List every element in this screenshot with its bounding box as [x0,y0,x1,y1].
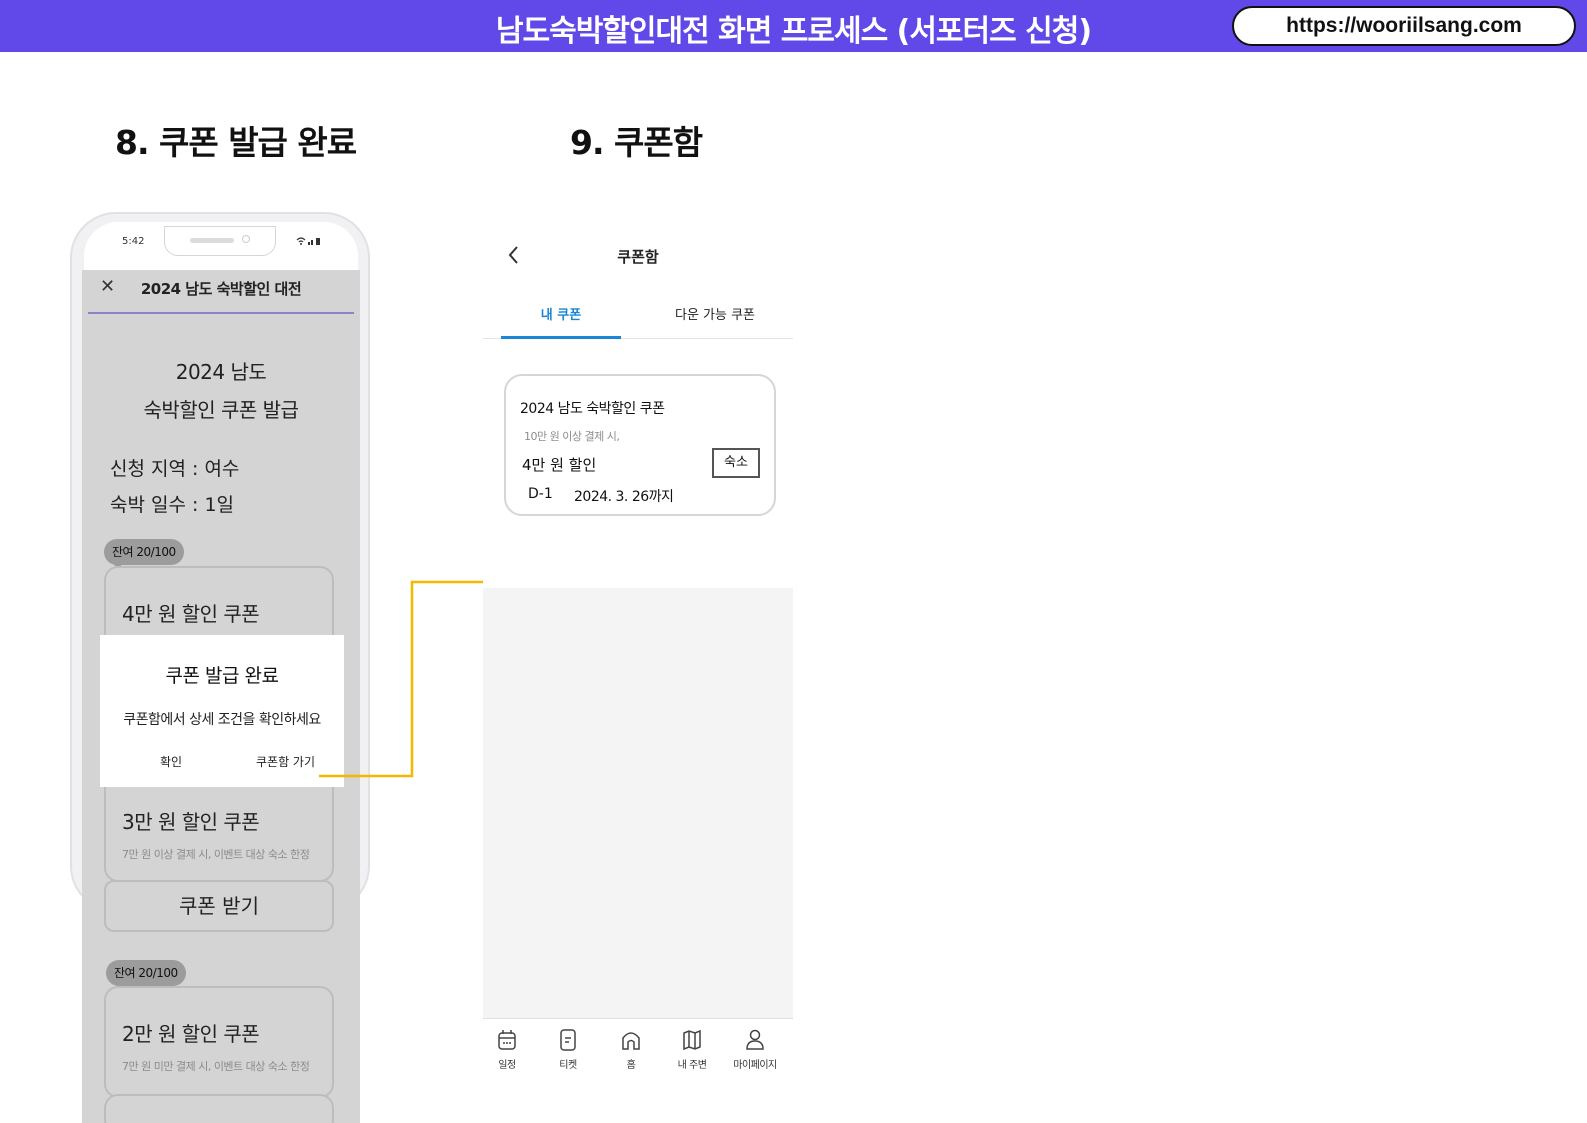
header-bar: 남도숙박할인대전 화면 프로세스 (서포터즈 신청) https://woori… [0,0,1587,52]
expiry-date: 2024. 3. 26까지 [574,489,674,505]
step-9-heading: 9. 쿠폰함 [570,123,703,162]
step-8-heading: 8. 쿠폰 발급 완료 [115,123,357,162]
ticket-icon [560,1029,576,1051]
page-title: 남도숙박할인대전 화면 프로세스 (서포터즈 신청) [495,14,1092,49]
dialog-title: 쿠폰 발급 완료 [165,665,279,687]
heading-line-2: 숙박할인 쿠폰 발급 [143,398,299,422]
active-tab-indicator [501,336,621,339]
get-coupon-button[interactable]: 쿠폰 받기 [104,880,334,932]
nav-label: 내 주변 [677,1060,707,1071]
remaining-badge: 잔여 20/100 [104,539,184,571]
camera-dot [242,235,250,243]
tab-baseline [483,338,793,339]
coupon-condition: 10만 원 이상 결제 시, [524,430,620,443]
home-icon [622,1032,640,1050]
coupon-issued-dialog: 쿠폰 발급 완료 쿠폰함에서 상세 조건을 확인하세요 확인 쿠폰함 가기 [100,635,344,787]
nav-label: 마이페이지 [733,1060,777,1071]
back-arrow-icon[interactable] [501,240,527,270]
nav-home[interactable]: 홈 [603,1028,659,1071]
nav-schedule[interactable]: 일정 [479,1028,535,1071]
coupon-name: 3만 원 할인 쿠폰 [122,810,260,834]
nav-label: 일정 [498,1060,516,1071]
map-icon [683,1029,701,1051]
screen-title: 쿠폰함 [617,248,659,266]
coupon-amount: 4만 원 할인 [522,456,597,474]
next-card-edge [104,1094,334,1123]
coupon-name: 2만 원 할인 쿠폰 [122,1022,260,1046]
nights-text: 숙박 일수 : 1일 [110,494,235,516]
coupon-condition: 7만 원 이상 결제 시, 이벤트 대상 숙소 한정 [122,848,310,861]
coupon-name: 4만 원 할인 쿠폰 [122,602,260,626]
empty-area [483,588,793,1018]
coupon-box-screen: 쿠폰함 내 쿠폰 다운 가능 쿠폰 2024 남도 숙박할인 쿠폰 10만 원 … [483,232,793,1123]
nav-label: 홈 [626,1060,636,1071]
screen-title: 2024 남도 숙박할인 대전 [140,280,302,298]
go-to-coupon-box-button[interactable]: 쿠폰함 가기 [256,755,316,769]
speaker-grille [190,238,234,243]
nav-label: 티켓 [559,1060,577,1071]
nav-nearby[interactable]: 내 주변 [664,1028,720,1071]
nav-ticket[interactable]: 티켓 [540,1028,596,1071]
d-day: D-1 [528,486,553,502]
coupon-title: 2024 남도 숙박할인 쿠폰 [520,401,665,417]
coupon-card-20000[interactable]: 2만 원 할인 쿠폰 7만 원 미만 결제 시, 이벤트 대상 숙소 한정 [104,986,334,1098]
remaining-badge: 잔여 20/100 [106,960,186,992]
user-icon [746,1029,764,1050]
nav-mypage[interactable]: 마이페이지 [727,1028,783,1071]
signal-battery-icon [296,237,320,245]
calendar-icon [498,1030,516,1050]
url-badge[interactable]: https://wooriilsang.com [1232,6,1576,46]
region-text: 신청 지역 : 여수 [110,458,240,480]
status-time: 5:42 [122,236,145,247]
coupon-card[interactable]: 2024 남도 숙박할인 쿠폰 10만 원 이상 결제 시, 4만 원 할인 숙… [504,374,776,516]
coupon-condition: 7만 원 미만 결제 시, 이벤트 대상 숙소 한정 [122,1060,310,1073]
dialog-message: 쿠폰함에서 상세 조건을 확인하세요 [123,712,321,728]
heading-line-1: 2024 남도 [175,360,267,384]
confirm-button[interactable]: 확인 [160,755,183,769]
tab-my-coupons[interactable]: 내 쿠폰 [540,308,582,323]
title-divider [88,312,354,314]
tab-downloadable-coupons[interactable]: 다운 가능 쿠폰 [674,308,756,323]
category-tag: 숙소 [712,448,760,478]
status-icons [296,236,322,249]
nav-divider [483,1018,793,1019]
close-icon[interactable]: ✕ [100,276,116,297]
